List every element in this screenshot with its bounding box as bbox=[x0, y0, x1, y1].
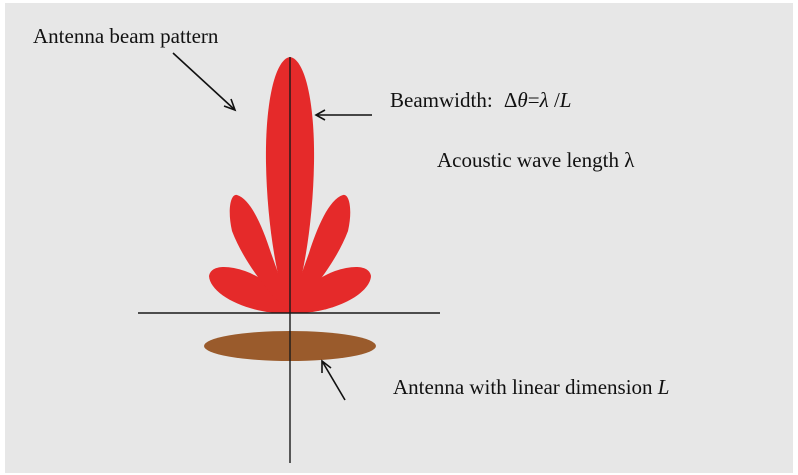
antenna-label-text: Antenna with linear dimension bbox=[393, 375, 658, 399]
beam-side-lobe-right-outer bbox=[290, 266, 371, 314]
formula-L: L bbox=[559, 88, 572, 112]
beam-side-lobe-left-outer bbox=[209, 266, 290, 314]
antenna-arrow bbox=[321, 359, 346, 401]
beam-side-lobe-left-inner bbox=[229, 194, 290, 313]
beam-side-lobe-right-inner bbox=[290, 194, 351, 313]
formula-lambda: λ bbox=[539, 88, 549, 112]
formula-delta: Δ bbox=[503, 88, 518, 112]
diagram-panel bbox=[5, 3, 793, 473]
formula-equals: = bbox=[527, 88, 540, 112]
beamwidth-arrow bbox=[314, 109, 372, 121]
formula-theta: θ bbox=[517, 88, 528, 112]
formula-slash: / bbox=[548, 88, 560, 112]
beamwidth-formula: Δθ=λ /L bbox=[504, 88, 572, 112]
acoustic-wavelength-label: Acoustic wave length λ bbox=[437, 148, 635, 172]
beam-pattern-label: Antenna beam pattern bbox=[33, 24, 219, 48]
beamwidth-label: Beamwidth: Δθ=λ /L bbox=[390, 90, 571, 111]
panel-background bbox=[5, 3, 793, 473]
beamwidth-prefix: Beamwidth: bbox=[390, 88, 493, 112]
antenna-label-symbol: L bbox=[657, 375, 670, 399]
beam-pattern-arrow bbox=[172, 52, 237, 112]
antenna-label: Antenna with linear dimension L bbox=[393, 377, 669, 398]
